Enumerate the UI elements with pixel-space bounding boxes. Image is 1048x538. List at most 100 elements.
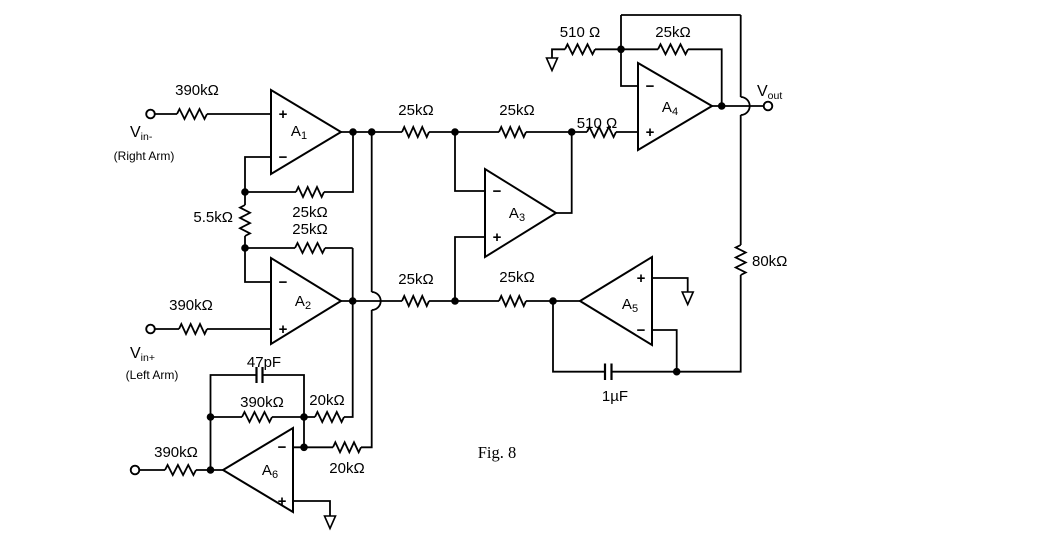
junction-dot [451, 297, 459, 305]
resistor-390k-electrode [164, 463, 197, 477]
junction-dot [241, 188, 249, 196]
resistor-390k-in-plus [178, 321, 208, 337]
opamp-a1-label: A1 [291, 123, 307, 142]
junction-dots [206, 45, 726, 474]
a1-minus-sign: − [279, 149, 288, 166]
resistor-label-390k-electrode: 390kΩ [154, 444, 198, 461]
a3-plus-sign: + [493, 229, 502, 246]
terminal-vin-plus [145, 323, 156, 335]
ground-icon [545, 57, 559, 73]
capacitor-47pf-plates [255, 367, 264, 383]
junction-dot [206, 413, 215, 421]
resistor-label-80k: 80kΩ [752, 253, 787, 270]
ground-icon [680, 291, 695, 307]
wire-hop-icon [740, 96, 751, 116]
opamp-symbols [221, 61, 714, 514]
terminal-electrode [129, 464, 141, 476]
a5-plus-sign: + [637, 270, 646, 287]
net-a5-inverting [652, 329, 678, 372]
net-a3-inverting [454, 132, 485, 192]
opamp-a2-label: A2 [295, 293, 311, 312]
resistor-label-25k-low-1: 25kΩ [398, 271, 433, 288]
ground-icon [323, 515, 337, 531]
net-a3-noninverting [454, 236, 485, 301]
wire-hop-icon [371, 291, 382, 311]
net-a4-510-ground [551, 48, 621, 58]
wires [139, 14, 764, 516]
junction-dot [451, 128, 459, 136]
resistor-label-20k-top: 20kΩ [309, 392, 344, 409]
vin-minus-label: Vin- [130, 124, 153, 143]
resistor-label-390k-in-plus: 390kΩ [169, 297, 213, 314]
a1-plus-sign: + [279, 106, 288, 123]
a4-minus-sign: − [646, 78, 655, 95]
junction-dot [549, 297, 557, 305]
resistor-25k-a1-feedback [295, 184, 325, 200]
opamp-a1-triangle [270, 88, 343, 176]
a4-plus-sign: + [646, 124, 655, 141]
resistors [164, 42, 748, 477]
capacitors [255, 363, 613, 383]
net-a3-output [556, 132, 573, 214]
resistor-25k-low-1 [401, 293, 430, 309]
capacitor-label-1uf: 1µF [602, 388, 628, 405]
vin-plus-label: Vin+ [130, 345, 155, 364]
wire-hops [371, 96, 751, 311]
net-a6-noninverting [293, 500, 331, 516]
capacitor-label-47pf: 47pF [247, 354, 281, 371]
resistor-25k-a4-feedback [657, 42, 689, 57]
resistor-label-25k-a1-feedback: 25kΩ [292, 204, 327, 221]
opamp-a2-triangle [270, 256, 343, 346]
junction-dot [300, 413, 308, 421]
net-a1-out-to-20k [293, 132, 373, 449]
resistor-label-510-a4-ground: 510 Ω [560, 24, 600, 41]
vout-label: Vout [757, 83, 782, 102]
opamp-a5-triangle [578, 255, 653, 347]
terminal-vout [762, 100, 774, 112]
a2-plus-sign: + [279, 321, 288, 338]
resistor-label-390k-a6-feedback: 390kΩ [240, 394, 284, 411]
resistor-20k-top [314, 409, 345, 425]
resistor-label-5k5-gain: 5.5kΩ [193, 209, 233, 226]
junction-dot [206, 466, 215, 474]
junction-dot [300, 443, 308, 452]
net-a5-noninverting [652, 277, 689, 292]
figure-caption: Fig. 8 [478, 443, 517, 462]
a5-minus-sign: − [637, 322, 646, 339]
terminal-vin-minus [145, 108, 156, 120]
capacitor-1uf-plates [603, 363, 613, 380]
a2-minus-sign: − [279, 274, 288, 291]
opamp-a3-label: A3 [509, 205, 525, 224]
resistor-20k-bottom [332, 440, 362, 455]
left-arm-note: (Left Arm) [126, 368, 179, 382]
net-right-rail [611, 15, 742, 373]
resistor-25k-top-1 [401, 124, 430, 140]
resistor-510-a4-input [586, 124, 617, 140]
opamp-names: A1 A2 A3 A4 A5 A6 [262, 99, 678, 481]
net-a5-output [552, 300, 605, 373]
resistor-label-25k-low-2: 25kΩ [499, 269, 534, 286]
junction-dot [672, 367, 681, 376]
resistor-label-25k-a4-feedback: 25kΩ [655, 24, 690, 41]
resistor-label-390k-in-minus: 390kΩ [175, 82, 219, 99]
a3-minus-sign: − [493, 183, 502, 200]
junction-dot [717, 102, 726, 110]
net-a4-feedback [621, 48, 723, 106]
junction-dot [367, 128, 376, 136]
component-labels: 390kΩ 25kΩ 25kΩ 510 Ω 510 Ω 25kΩ 80kΩ 5.… [154, 24, 787, 477]
terminals [129, 100, 774, 476]
resistor-80k [733, 244, 748, 276]
opamp-a6-label: A6 [262, 462, 278, 481]
junction-dot [567, 128, 576, 136]
junction-dot [617, 45, 625, 54]
net-a1-feedback [245, 132, 354, 193]
resistor-label-25k-a2-feedback: 25kΩ [292, 221, 327, 238]
opamp-a6-triangle [221, 426, 294, 514]
opamp-a4-triangle [637, 61, 714, 152]
resistor-25k-low-2 [498, 293, 527, 309]
resistor-25k-top-2 [498, 124, 527, 140]
net-a2-inverting [244, 248, 271, 283]
junction-dot [348, 297, 357, 305]
